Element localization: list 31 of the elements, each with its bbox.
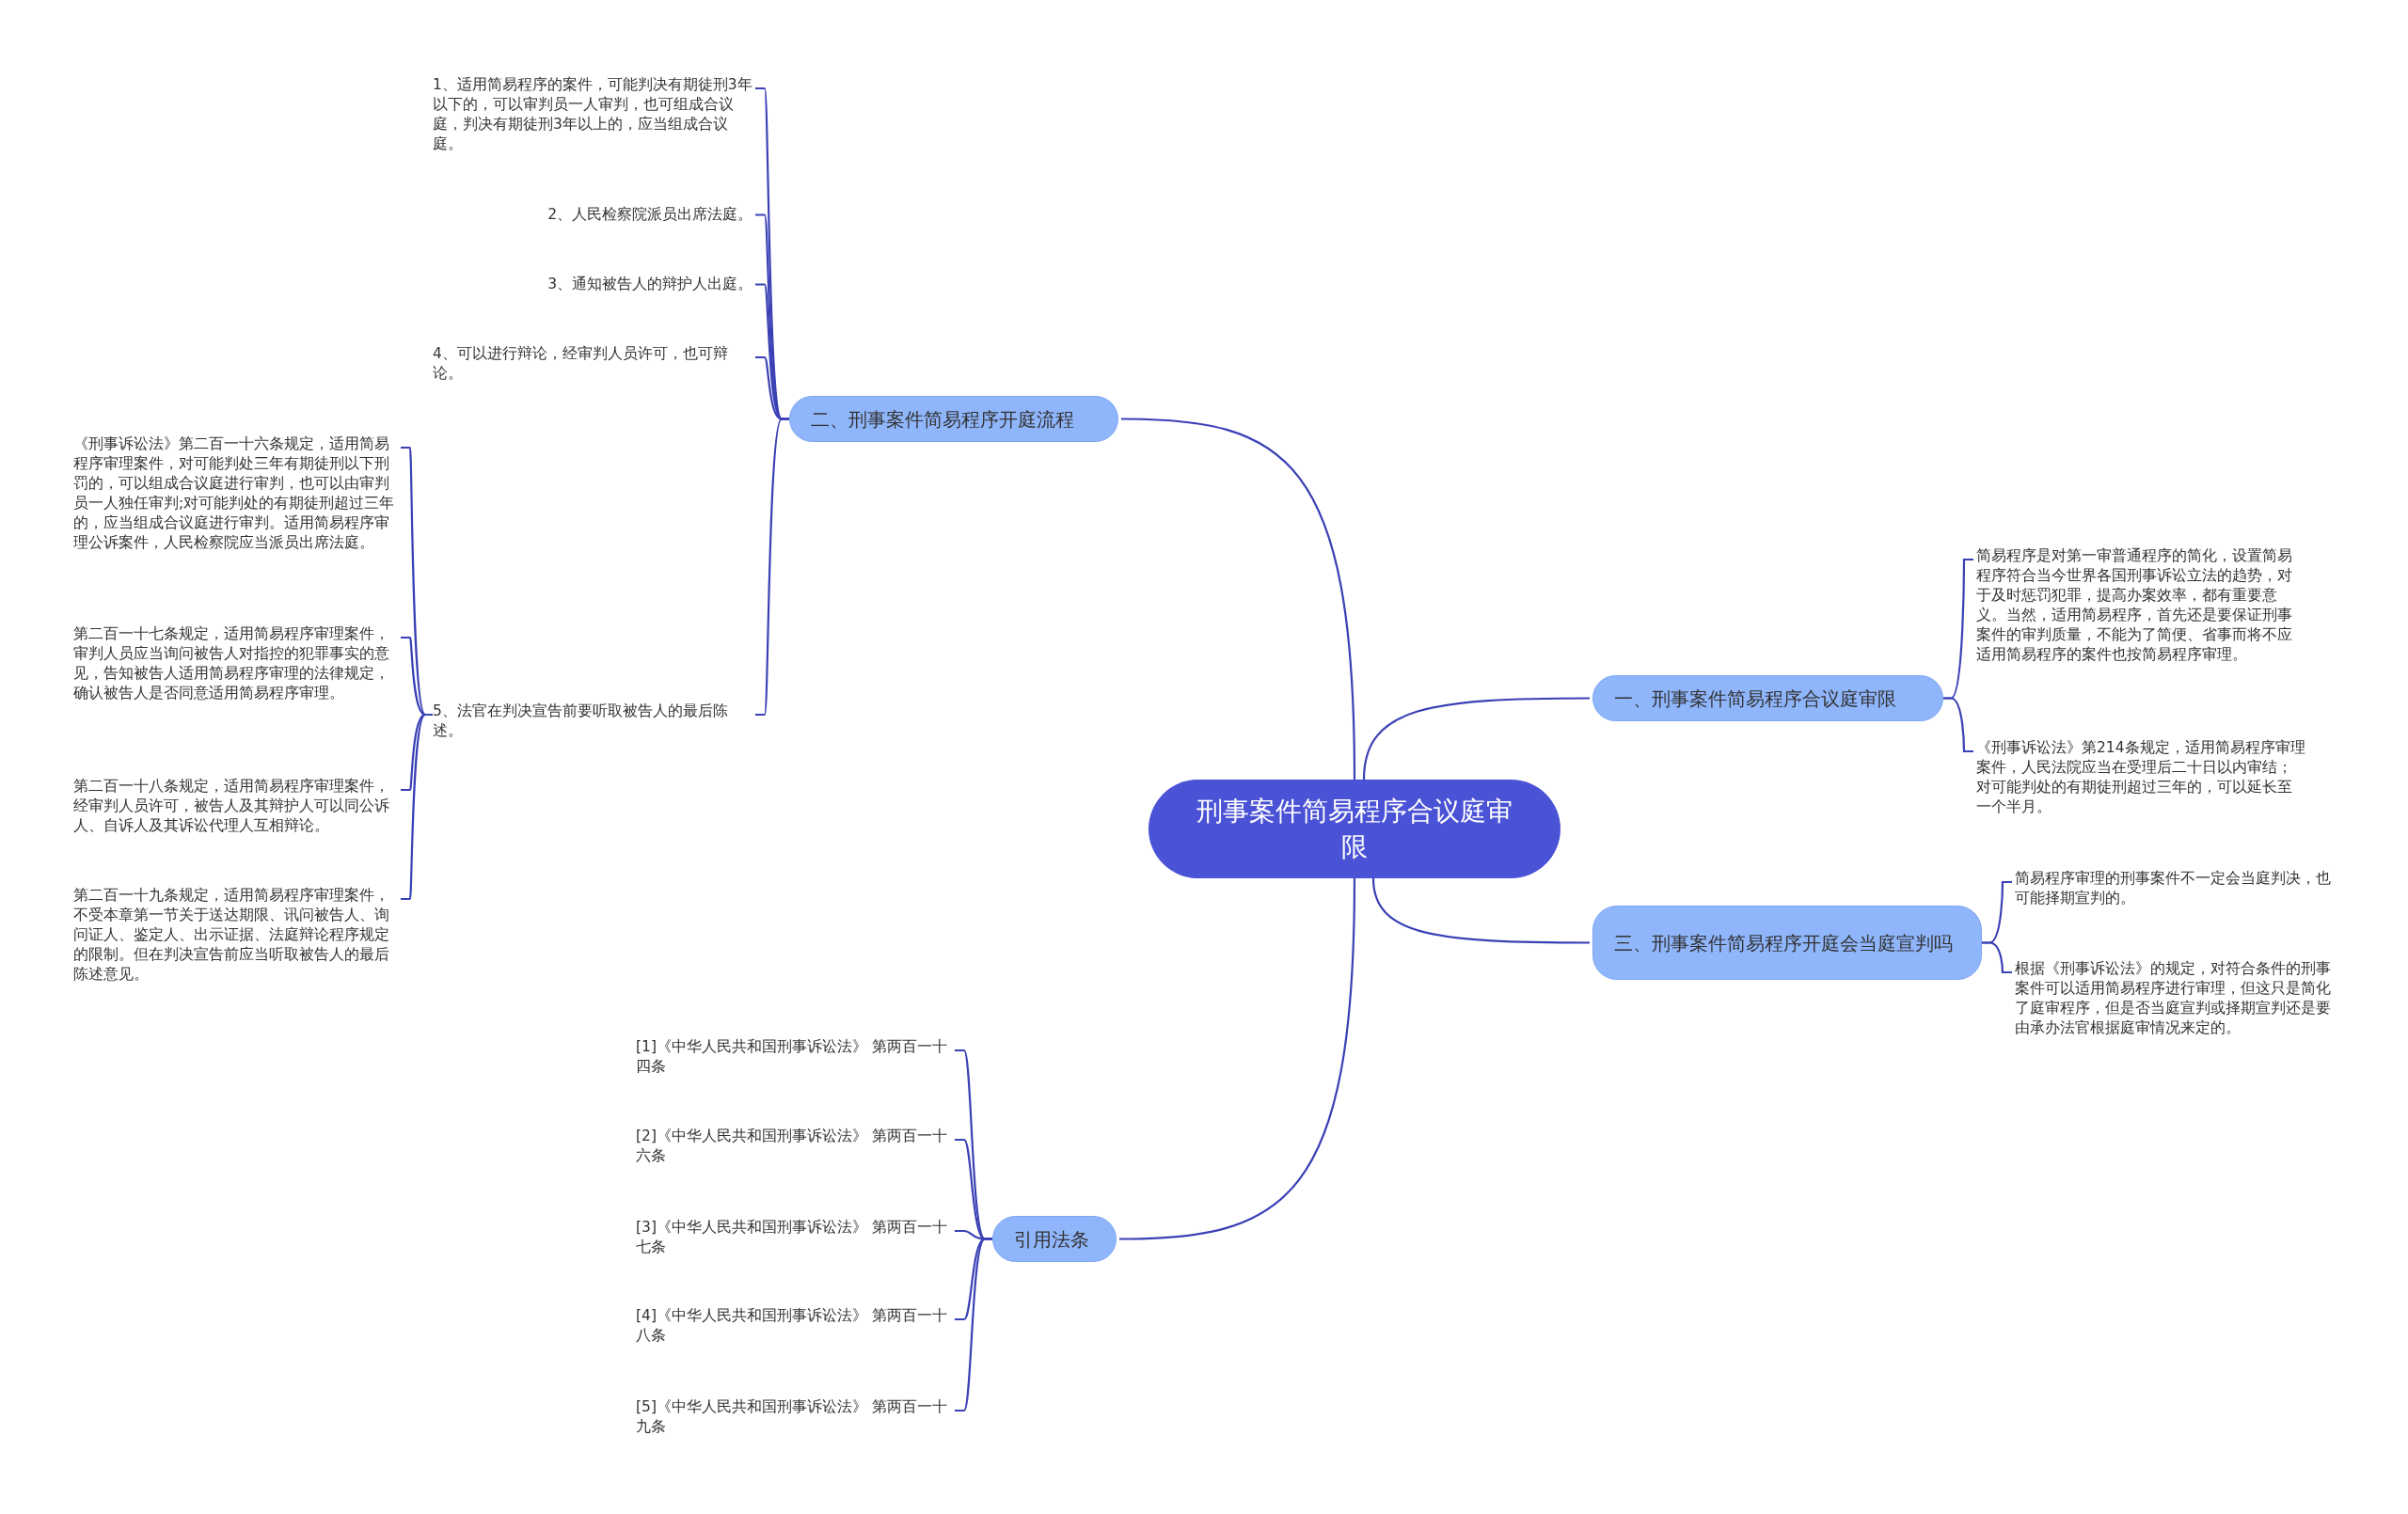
note-text: 3、通知被告人的辩护人出庭。 bbox=[433, 275, 752, 294]
connector bbox=[401, 713, 433, 901]
note-text: 简易程序审理的刑事案件不一定会当庭判决，也可能择期宣判的。 bbox=[2015, 869, 2339, 908]
note-text: 简易程序是对第一审普通程序的简化，设置简易程序符合当今世界各国刑事诉讼立法的趋势，对于及时惩罚犯罪，提高办案效率，都有重要意义。当然，适用简易程序，首先还是要保证刑事案件的审判质量，不能为了简便、省事而将不应适用简易程序的案件也按简易程序审理。 bbox=[1976, 546, 2305, 665]
topic-box: 二、刑事案件简易程序开庭流程 bbox=[789, 396, 1118, 442]
connector bbox=[1118, 877, 1356, 1240]
note-text: [1]《中华人民共和国刑事诉讼法》 第两百一十四条 bbox=[636, 1037, 952, 1077]
central-topic: 刑事案件简易程序合议庭审限 bbox=[1149, 780, 1560, 878]
connector bbox=[1943, 697, 1973, 753]
note-text: [4]《中华人民共和国刑事诉讼法》 第两百一十八条 bbox=[636, 1306, 952, 1346]
note-text: 《刑事诉讼法》第二百一十六条规定，适用简易程序审理案件，对可能判处三年有期徒刑以下刑罚的，可以组成合议庭进行审判，也可以由审判员一人独任审判;对可能判处的有期徒刑超过三年的，应当组成合议庭进行审判。适用简易程序审理公诉案件，人民检察院应当派员出席法庭。 bbox=[73, 434, 398, 553]
note-text: 4、可以进行辩论，经审判人员许可，也可辩论。 bbox=[433, 344, 752, 384]
topic-box: 引用法条 bbox=[992, 1216, 1117, 1262]
note-text: 第二百一十七条规定，适用简易程序审理案件，审判人员应当询问被告人对指控的犯罪事实的意见，告知被告人适用简易程序审理的法律规定，确认被告人是否同意适用简易程序审理。 bbox=[73, 624, 398, 703]
note-text: 5、法官在判决宣告前要听取被告人的最后陈述。 bbox=[433, 702, 752, 741]
connector bbox=[1120, 418, 1356, 781]
note-text: [2]《中华人民共和国刑事诉讼法》 第两百一十六条 bbox=[636, 1127, 952, 1166]
note-text: 根据《刑事诉讼法》的规定，对符合条件的刑事案件可以适用简易程序进行审理，但这只是简化了庭审程序，但是否当庭宣判或择期宣判还是要由承办法官根据庭审情况来定的。 bbox=[2015, 959, 2339, 1038]
note-text: 第二百一十九条规定，适用简易程序审理案件，不受本章第一节关于送达期限、讯问被告人、询问证人、鉴定人、出示证据、法庭辩论程序规定的限制。但在判决宣告前应当听取被告人的最后陈述意见。 bbox=[73, 886, 398, 985]
connector bbox=[1362, 697, 1590, 781]
note-text: 第二百一十八条规定，适用简易程序审理案件，经审判人员许可，被告人及其辩护人可以同公诉人、自诉人及其诉讼代理人互相辩论。 bbox=[73, 777, 398, 836]
connector bbox=[755, 418, 789, 717]
note-text: 1、适用简易程序的案件，可能判决有期徒刑3年以下的，可以审判员一人审判，也可组成合议庭，判决有期徒刑3年以上的，应当组成合议庭。 bbox=[433, 75, 752, 154]
topic-box: 一、刑事案件简易程序合议庭审限 bbox=[1592, 675, 1943, 721]
topic-box: 三、刑事案件简易程序开庭会当庭宣判吗 bbox=[1592, 906, 1982, 980]
connector bbox=[1982, 941, 2012, 974]
note-text: 《刑事诉讼法》第214条规定，适用简易程序审理案件，人民法院应当在受理后二十日以内审结；对可能判处的有期徒刑超过三年的，可以延长至一个半月。 bbox=[1976, 738, 2305, 817]
note-text: [5]《中华人民共和国刑事诉讼法》 第两百一十九条 bbox=[636, 1397, 952, 1437]
note-text: [3]《中华人民共和国刑事诉讼法》 第两百一十七条 bbox=[636, 1218, 952, 1257]
connector bbox=[1371, 877, 1590, 944]
note-text: 2、人民检察院派员出席法庭。 bbox=[433, 205, 752, 225]
